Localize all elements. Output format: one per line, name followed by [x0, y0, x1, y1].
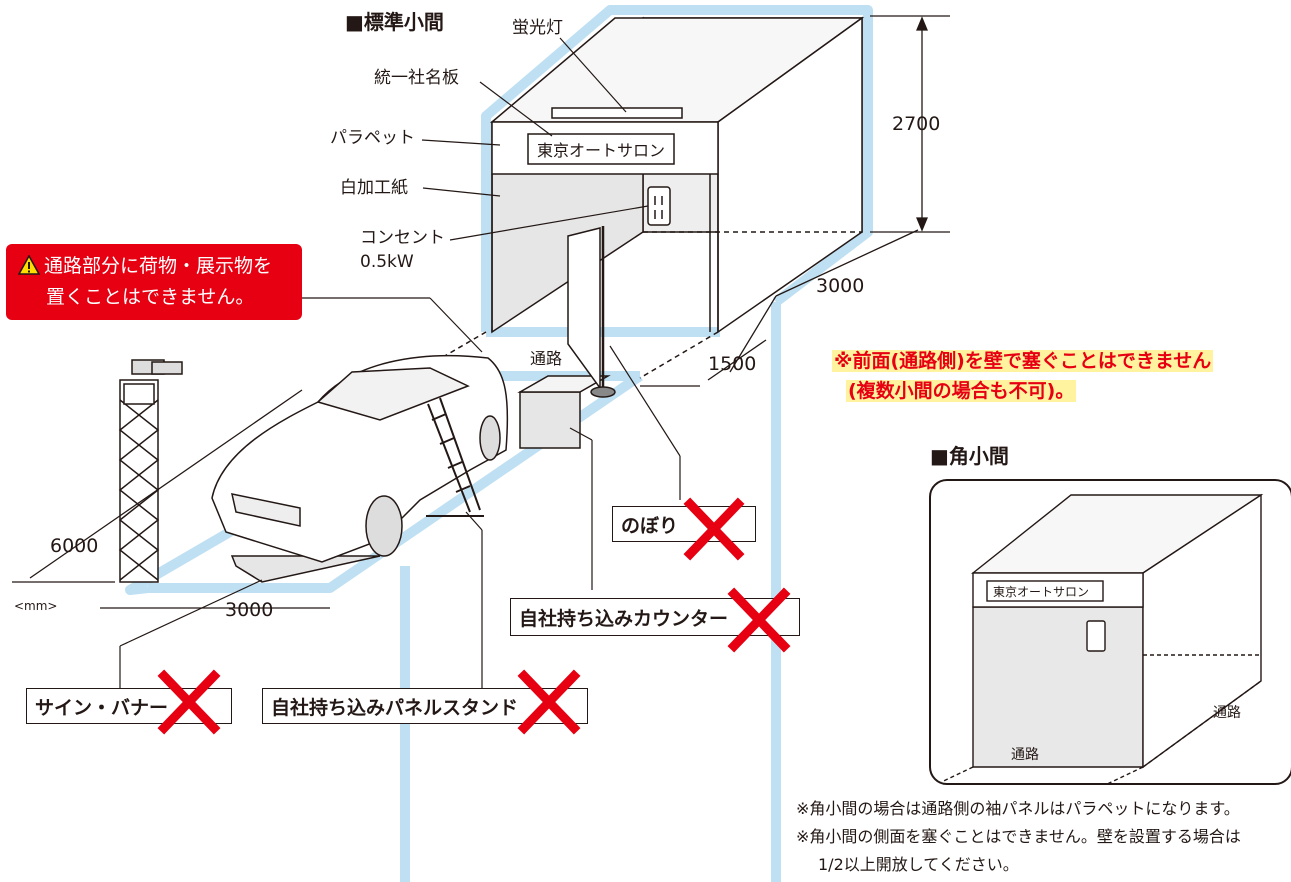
- corner-aisle-side: 通路: [1213, 705, 1241, 721]
- nameplate-text: 東京オートサロン: [537, 141, 665, 160]
- prohibit-label: のぼり: [621, 514, 679, 537]
- corner-booth-panel: 東京オートサロン 通路 通路: [929, 479, 1291, 785]
- warning-line-2: 置くことはできません。: [46, 286, 255, 308]
- dim-width: 3000: [225, 599, 273, 621]
- floor-lines: [230, 375, 611, 583]
- panel-stand-illustration: [426, 397, 484, 517]
- outlet-label: コンセント: [360, 228, 445, 248]
- footnote-1: ※角小間の場合は通路側の袖パネルはパラペットになります。: [796, 799, 1240, 818]
- corner-aisle-front: 通路: [1011, 747, 1039, 763]
- dim-aisle: 1500: [708, 353, 756, 375]
- corner-footnotes: ※角小間の場合は通路側の袖パネルはパラペットになります。 ※角小間の側面を塞ぐこ…: [796, 795, 1241, 879]
- standard-booth-structure: [299, 16, 865, 441]
- dim-height: 2700: [892, 113, 940, 135]
- standard-booth-title: ■標準小間: [345, 10, 444, 34]
- dim-depth: 3000: [816, 275, 864, 297]
- outlet-power-label: 0.5kW: [360, 252, 414, 272]
- front-note-line-1: ※前面(通路側)を壁で塞ぐことはできません: [832, 350, 1214, 372]
- warning-triangle-icon: [17, 254, 41, 283]
- prohibit-label: 自社持ち込みパネルスタンド: [271, 696, 519, 719]
- leader-lines: [119, 37, 681, 690]
- car-illustration: [211, 354, 509, 563]
- corner-booth-title: ■角小間: [930, 444, 1009, 468]
- dimension-lines: [12, 15, 950, 609]
- corner-booth-drawing: 東京オートサロン 通路 通路: [937, 493, 1264, 783]
- footnote-3: 1/2以上開放してください。: [818, 855, 1019, 874]
- footnote-2: ※角小間の側面を塞ぐことはできません。壁を設置する場合は: [796, 827, 1241, 846]
- front-note-line-2: (複数小間の場合も不可)。: [846, 380, 1077, 402]
- unified-nameplate-label: 統一社名板: [374, 68, 459, 88]
- banner-flag-illustration: [567, 226, 616, 398]
- parapet-label: パラペット: [330, 128, 415, 148]
- unit-label: <mm>: [14, 599, 58, 613]
- warning-line-1: 通路部分に荷物・展示物を: [44, 255, 273, 277]
- corner-nameplate-text: 東京オートサロン: [993, 585, 1089, 599]
- prohibit-label: 自社持ち込みカウンター: [519, 607, 729, 630]
- prohibit-label: サイン・バナー: [35, 696, 169, 719]
- white-paper-label: 白加工紙: [340, 178, 408, 198]
- nameplate-box: [527, 133, 675, 165]
- front-wall-note: ※前面(通路側)を壁で塞ぐことはできません (複数小間の場合も不可)。: [832, 346, 1214, 406]
- dim-length: 6000: [50, 535, 98, 557]
- aisle-label: 通路: [530, 349, 562, 368]
- fluorescent-light-label: 蛍光灯: [512, 18, 563, 38]
- warning-banner: 通路部分に荷物・展示物を 置くことはできません。: [6, 244, 302, 320]
